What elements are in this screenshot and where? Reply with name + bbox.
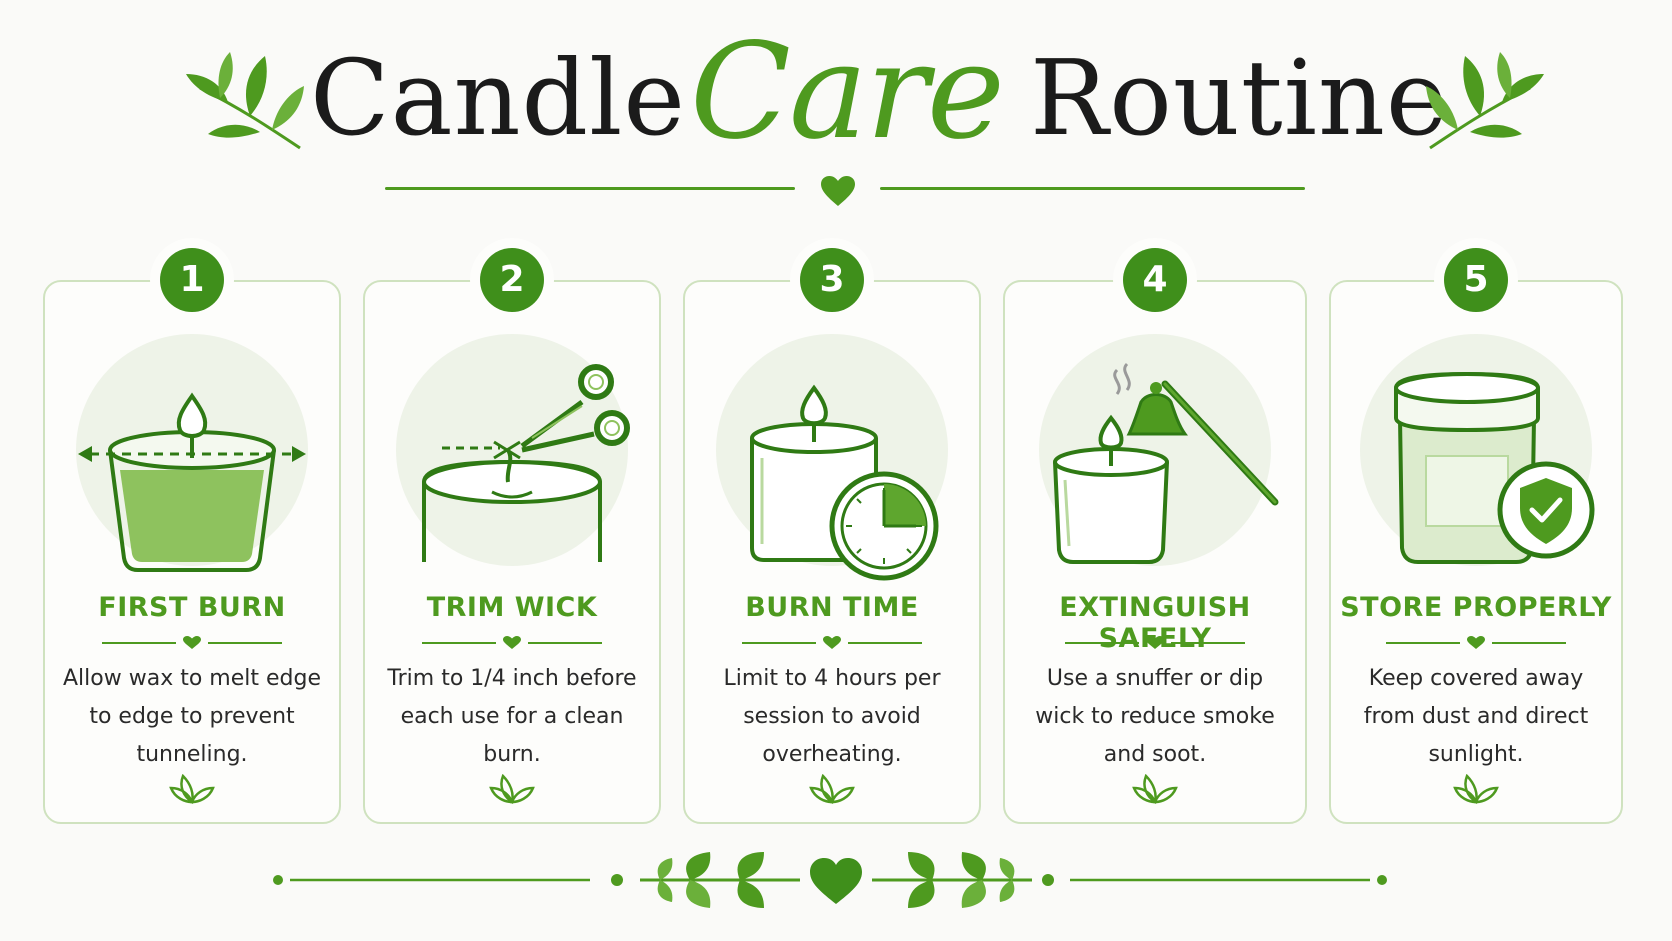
left-leaf-sprig-icon [186, 52, 304, 150]
candle-clock-icon [750, 384, 939, 581]
title-word-routine: Routine [1030, 37, 1449, 159]
step-card-first-burn: 1 FIRST BURN Allow wax to melt edge to e… [43, 248, 341, 824]
step-title: EXTINGUISH SAFELY [1059, 592, 1251, 654]
step-title: STORE PROPERLY [1340, 592, 1612, 623]
step-card-extinguish-safely: 4 EXTINGUISH SAFELY Use a snuffer or dip… [1003, 248, 1307, 824]
footer-right-line [1042, 874, 1387, 886]
step-description: Limit to 4 hours per session to avoid ov… [723, 666, 941, 767]
leaf-ornament-icon [809, 774, 855, 804]
page-header: Candle Care Routine [0, 18, 1672, 168]
title-word-candle: Candle [310, 37, 686, 159]
step-number-badge: 5 [1444, 248, 1508, 312]
footer-right-sprig-icon [872, 852, 1032, 908]
melted-candle-icon [78, 392, 306, 572]
step-divider-heart-icon [422, 636, 602, 649]
step-divider-heart-icon [1386, 636, 1566, 649]
step-divider-heart-icon [742, 636, 922, 649]
leaf-ornament-icon [169, 774, 215, 804]
leaf-ornament-icon [489, 774, 535, 804]
wick-trimmer-icon [422, 364, 630, 562]
right-leaf-sprig-icon [1426, 52, 1544, 150]
step-title: FIRST BURN [98, 592, 286, 623]
step-description: Trim to 1/4 inch before each use for a c… [387, 666, 637, 767]
step-title: BURN TIME [745, 592, 919, 623]
step-number-badge: 4 [1123, 248, 1187, 312]
header-heart-icon [821, 176, 855, 206]
step-title: TRIM WICK [426, 592, 598, 623]
step-description: Allow wax to melt edge to edge to preven… [63, 666, 321, 767]
step-divider-heart-icon [1065, 636, 1245, 649]
step-number-badge: 1 [160, 248, 224, 312]
step-divider-heart-icon [102, 636, 282, 649]
step-card-burn-time: 3 BURN TIME Limit to 4 hours per session… [683, 248, 981, 824]
candle-snuffer-icon [1053, 362, 1279, 564]
step-description: Keep covered away from dust and direct s… [1363, 666, 1589, 767]
header-divider-left [385, 187, 795, 190]
covered-jar-shield-icon [1394, 371, 1595, 564]
step-description: Use a snuffer or dip wick to reduce smok… [1035, 666, 1275, 767]
footer-left-sprig-icon [640, 852, 800, 908]
footer-left-line [273, 874, 623, 886]
step-number-badge: 3 [800, 248, 864, 312]
header-divider-right [880, 187, 1305, 190]
footer-heart-icon [810, 858, 862, 904]
step-card-store-properly: 5 STORE PROPERLY Keep covered away from … [1329, 248, 1623, 824]
step-number-badge: 2 [480, 248, 544, 312]
title-word-care: Care [690, 15, 1005, 169]
leaf-ornament-icon [1453, 774, 1499, 804]
step-card-trim-wick: 2 TRIM WICK Trim to 1/4 inch before each… [363, 248, 661, 824]
footer-ornament [273, 852, 1387, 908]
leaf-ornament-icon [1132, 774, 1178, 804]
